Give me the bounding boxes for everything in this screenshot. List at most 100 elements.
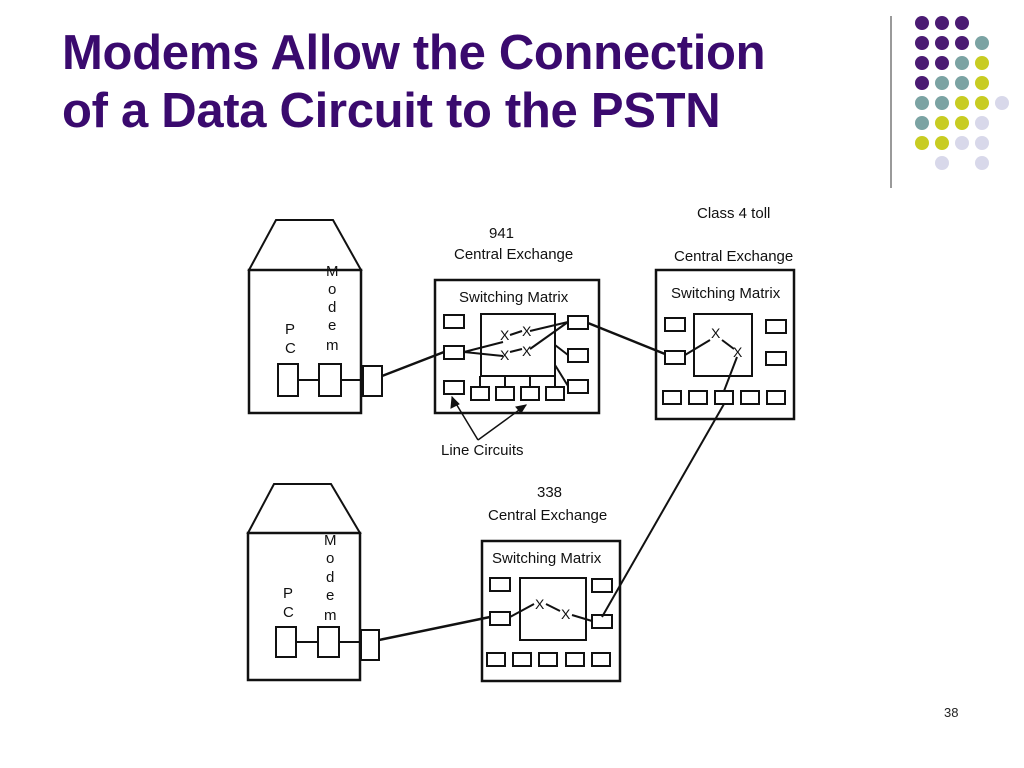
top-pc-label-p: P bbox=[285, 321, 295, 338]
bottom-pc-body bbox=[246, 531, 362, 682]
dot bbox=[955, 136, 969, 150]
line-circuit bbox=[443, 314, 465, 329]
link bbox=[463, 351, 504, 357]
cross-mark: X bbox=[500, 347, 510, 363]
dot bbox=[935, 56, 949, 70]
link bbox=[509, 603, 535, 618]
title-line-1: Modems Allow the Connection bbox=[62, 26, 766, 80]
dot bbox=[975, 76, 989, 90]
top-pc-body bbox=[247, 268, 363, 415]
link bbox=[509, 330, 523, 336]
link bbox=[509, 348, 523, 353]
link bbox=[378, 615, 491, 642]
link bbox=[601, 403, 725, 618]
bottom-modem-letter: M bbox=[324, 532, 337, 549]
toll-exchange-box bbox=[654, 268, 796, 421]
line-circuit bbox=[565, 652, 585, 667]
top-modem-port bbox=[318, 363, 342, 397]
line-circuit bbox=[591, 652, 611, 667]
top-pc-port bbox=[277, 363, 299, 397]
bottom-modem-letter: d bbox=[326, 569, 334, 586]
link bbox=[723, 356, 738, 392]
dot bbox=[935, 16, 949, 30]
exchange-338-matrix bbox=[519, 577, 587, 641]
dot bbox=[975, 96, 989, 110]
dot bbox=[935, 136, 949, 150]
link bbox=[545, 603, 561, 612]
exchange-338-number: 338 bbox=[537, 484, 562, 501]
cross-mark: X bbox=[535, 596, 545, 612]
exchange-941-number: 941 bbox=[489, 225, 514, 242]
line-circuit bbox=[567, 348, 589, 363]
dot bbox=[915, 116, 929, 130]
line-circuit bbox=[765, 351, 787, 366]
exchange-338 bbox=[480, 539, 622, 683]
link bbox=[529, 321, 569, 332]
line-circuit bbox=[567, 379, 589, 394]
top-modem-connector bbox=[362, 365, 383, 397]
line-circuit bbox=[766, 390, 786, 405]
arrow bbox=[477, 404, 527, 441]
top-modem-letter: d bbox=[328, 299, 336, 316]
top-pc-unit bbox=[247, 219, 383, 415]
bottom-pc-roof bbox=[246, 483, 362, 534]
arrowhead bbox=[515, 404, 528, 414]
bottom-modem-connector bbox=[360, 629, 380, 661]
top-pc-label-c: C bbox=[285, 340, 296, 357]
bottom-modem-port bbox=[317, 626, 340, 658]
line-circuit bbox=[688, 390, 708, 405]
dot bbox=[915, 16, 929, 30]
line-circuit bbox=[470, 386, 490, 401]
dot bbox=[995, 96, 1009, 110]
top-modem-letter: e bbox=[328, 317, 336, 334]
dot bbox=[935, 76, 949, 90]
toll-exchange bbox=[654, 268, 796, 421]
dot bbox=[955, 76, 969, 90]
bottom-modem-letter: e bbox=[326, 587, 334, 604]
line-circuit bbox=[664, 317, 686, 332]
dot bbox=[975, 116, 989, 130]
decorative-dot-grid bbox=[905, 12, 1015, 172]
exchange-941-box bbox=[433, 278, 601, 415]
top-modem-letter: M bbox=[326, 263, 339, 280]
link bbox=[529, 321, 569, 350]
dot bbox=[915, 136, 929, 150]
line-circuit bbox=[489, 611, 511, 626]
line-circuit bbox=[714, 390, 734, 405]
dot bbox=[935, 156, 949, 170]
exchange-338-box bbox=[480, 539, 622, 683]
line-circuit bbox=[591, 614, 613, 629]
line-circuit bbox=[664, 350, 686, 365]
toll-exchange-name: Central Exchange bbox=[674, 248, 793, 265]
line-circuit bbox=[740, 390, 760, 405]
dot bbox=[915, 56, 929, 70]
line-circuit bbox=[443, 345, 465, 360]
cross-mark: X bbox=[561, 606, 571, 622]
dot bbox=[975, 56, 989, 70]
line-circuit bbox=[495, 386, 515, 401]
line-circuit bbox=[489, 577, 511, 592]
dot bbox=[975, 156, 989, 170]
dot bbox=[955, 36, 969, 50]
line-circuit bbox=[567, 315, 589, 330]
link bbox=[463, 341, 504, 353]
dot bbox=[915, 76, 929, 90]
line-circuit bbox=[520, 386, 540, 401]
cross-mark: X bbox=[733, 344, 743, 360]
cross-mark: X bbox=[522, 343, 532, 359]
dot bbox=[935, 36, 949, 50]
line-circuit bbox=[486, 652, 506, 667]
dot bbox=[915, 96, 929, 110]
exchange-941-matrix-label: Switching Matrix bbox=[459, 289, 569, 306]
line-circuits-label: Line Circuits bbox=[441, 442, 524, 459]
line-circuit bbox=[512, 652, 532, 667]
line-circuit bbox=[545, 386, 565, 401]
exchange-941 bbox=[433, 278, 601, 415]
toll-exchange-class: Class 4 toll bbox=[697, 205, 770, 222]
dot bbox=[955, 56, 969, 70]
cross-mark: X bbox=[522, 323, 532, 339]
dot bbox=[975, 136, 989, 150]
exchange-941-name: Central Exchange bbox=[454, 246, 573, 263]
dot bbox=[935, 116, 949, 130]
